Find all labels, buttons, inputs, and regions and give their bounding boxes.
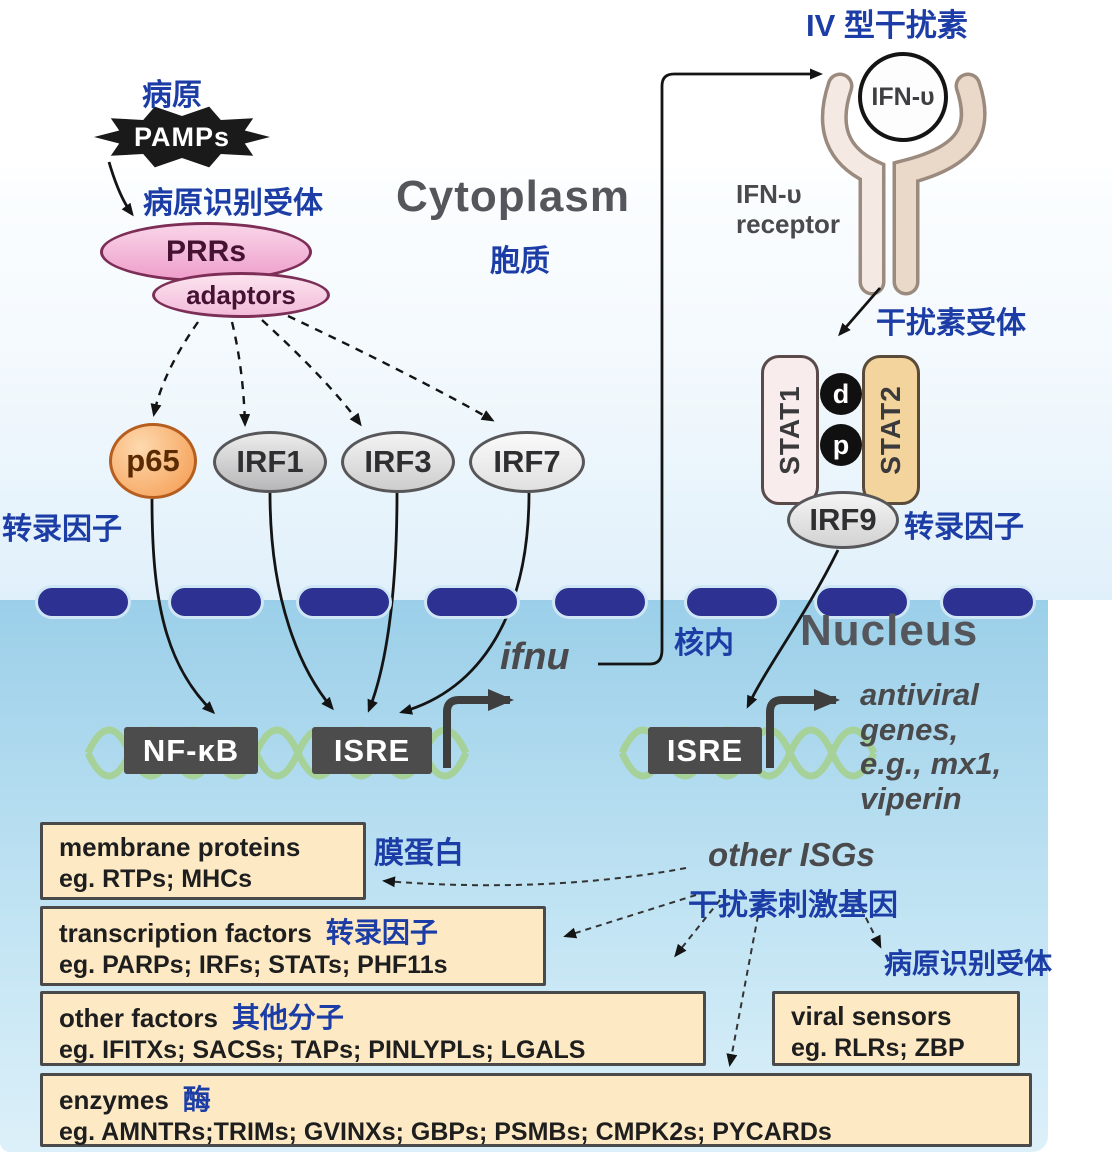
transcription-arrow-right (766, 689, 840, 768)
membrane-segment (424, 585, 520, 619)
dashed-arrow-to-irf1 (230, 321, 251, 427)
transcription-arrow-left (443, 689, 514, 768)
stat-dot-p: p (820, 424, 862, 466)
irf9-label: IRF9 (809, 502, 877, 537)
ifn-receptor-label: IFN-υ receptor (736, 179, 841, 239)
nfkb-label: NF-κB (142, 732, 240, 768)
viral-sensors-box: viral sensors eg. RLRs; ZBP (772, 991, 1020, 1066)
transcription-factors-examples: eg. PARPs; IRFs; STATs; PHF11s (59, 951, 448, 980)
stat-dot-d: d (820, 373, 862, 415)
membrane-segment (814, 585, 910, 619)
stat2-box: STAT2 (862, 355, 920, 505)
viral-sensors-examples: eg. RLRs; ZBP (791, 1033, 965, 1062)
isre-site-left-box: ISRE (312, 727, 432, 774)
membrane-proteins-box: membrane proteins eg. RTPs; MHCs (40, 822, 366, 900)
stat1-label: STAT1 (774, 385, 805, 475)
ifn-receptor-label-zh: 干扰素受体 (876, 307, 1026, 340)
membrane-segment (552, 585, 648, 619)
dashed-arrow-to-other-factors (674, 899, 721, 958)
arrow-irf9-to-isre (746, 549, 840, 709)
dashed-arrow-to-transcription-factors (563, 894, 697, 939)
ifn-ligand-label: IFN-υ (871, 82, 935, 111)
enzymes-examples: eg. AMNTRs;TRIMs; GVINXs; GBPs; PSMBs; C… (59, 1118, 832, 1147)
p65-label: p65 (126, 443, 180, 478)
other-factors-box: other factors 其他分子 eg. IFITXs; SACSs; TAP… (40, 991, 706, 1066)
irf3-ellipse: IRF3 (341, 431, 455, 493)
membrane-segment (684, 585, 780, 619)
irf3-label: IRF3 (364, 444, 432, 479)
isre-right-label: ISRE (666, 732, 744, 768)
viral-sensors-title: viral sensors (791, 1001, 952, 1031)
pamps-label: PAMPs (133, 122, 231, 152)
irf7-ellipse: IRF7 (469, 431, 585, 493)
arrow-receptor-to-stat (838, 287, 882, 337)
membrane-segment (940, 585, 1036, 619)
arrow-irf1-to-isre (268, 492, 334, 711)
tf-label-right-zh: 转录因子 (904, 511, 1024, 544)
stat-dot-p-label: p (832, 429, 850, 460)
pathogen-label: 病原 (142, 79, 202, 112)
membrane-segment (35, 585, 131, 619)
dashed-arrow-to-p65 (150, 321, 199, 417)
isre-site-right-box: ISRE (648, 727, 762, 774)
enzymes-box: enzymes 酶 eg. AMNTRs;TRIMs; GVINXs; GBPs;… (40, 1073, 1032, 1147)
pamps-starburst (94, 106, 270, 168)
arrow-ifnu-to-ifn (598, 68, 823, 666)
membrane-proteins-title: membrane proteins (59, 832, 301, 862)
dashed-arrow-to-membrane-proteins (382, 867, 687, 888)
isre-left-label: ISRE (333, 732, 411, 768)
irf9-ellipse: IRF9 (787, 491, 899, 549)
cytoplasm-label-zh: 胞质 (490, 245, 550, 278)
enzymes-title: enzymes (59, 1085, 169, 1115)
transcription-factors-title-zh: 转录因子 (325, 917, 438, 948)
nfkb-site-box: NF-κB (124, 727, 258, 774)
irf1-label: IRF1 (236, 444, 304, 479)
arrow-pamps-to-prrs (107, 161, 134, 217)
viral-sensors-label-zh: 病原识别受体 (884, 948, 1053, 979)
ifn-receptor-shape (820, 72, 987, 296)
stat1-box: STAT1 (761, 355, 819, 505)
stat-dot-d-label: d (832, 378, 850, 409)
adaptors-label: adaptors (186, 279, 296, 310)
enzymes-title-zh: 酶 (182, 1084, 211, 1115)
arrow-irf3-to-isre (367, 492, 399, 713)
pattern-recognition-receptor-label: 病原识别受体 (143, 187, 323, 220)
antiviral-genes-label: antiviral genes, e.g., mx1, viperin (860, 677, 1002, 817)
transcription-factors-title: transcription factors (59, 918, 312, 948)
type4-interferon-label: IV 型干扰素 (806, 8, 968, 43)
dashed-arrow-to-viral-sensors (855, 897, 882, 949)
adaptors-ellipse: adaptors (152, 272, 330, 318)
other-factors-examples: eg. IFITXs; SACSs; TAPs; PINLYPLs; LGALS (59, 1036, 586, 1065)
arrow-p65-to-nfkb (150, 498, 216, 715)
ifn-upsilon-ligand: IFN-υ (858, 52, 948, 142)
other-isgs-label: other ISGs (708, 836, 875, 873)
transcription-factors-box: transcription factors 转录因子 eg. PARPs; IRF… (40, 906, 546, 986)
dashed-arrow-to-enzymes (726, 904, 761, 1067)
irf7-label: IRF7 (493, 444, 561, 479)
nucleus-title: Nucleus (800, 606, 979, 655)
ifnu-gene-label: ifnu (500, 636, 570, 678)
cytoplasm-title: Cytoplasm (396, 172, 630, 221)
membrane-proteins-examples: eg. RTPs; MHCs (59, 864, 253, 893)
nucleus-label-zh: 核内 (674, 627, 734, 660)
p65-ellipse: p65 (109, 423, 197, 499)
other-factors-title: other factors (59, 1003, 218, 1033)
membrane-proteins-label-zh: 膜蛋白 (374, 837, 464, 870)
membrane-segment (168, 585, 264, 619)
isgs-label-zh: 干扰素刺激基因 (688, 889, 898, 922)
dashed-arrow-to-irf7 (287, 314, 495, 422)
tf-label-left-zh: 转录因子 (2, 513, 122, 546)
prrs-label: PRRs (165, 235, 247, 268)
irf1-ellipse: IRF1 (213, 431, 327, 493)
dashed-arrow-to-irf3 (261, 319, 362, 427)
membrane-segment (296, 585, 392, 619)
stat2-label: STAT2 (875, 385, 906, 475)
other-factors-title-zh: 其他分子 (231, 1002, 344, 1033)
arrow-irf7-to-isre (399, 492, 531, 715)
